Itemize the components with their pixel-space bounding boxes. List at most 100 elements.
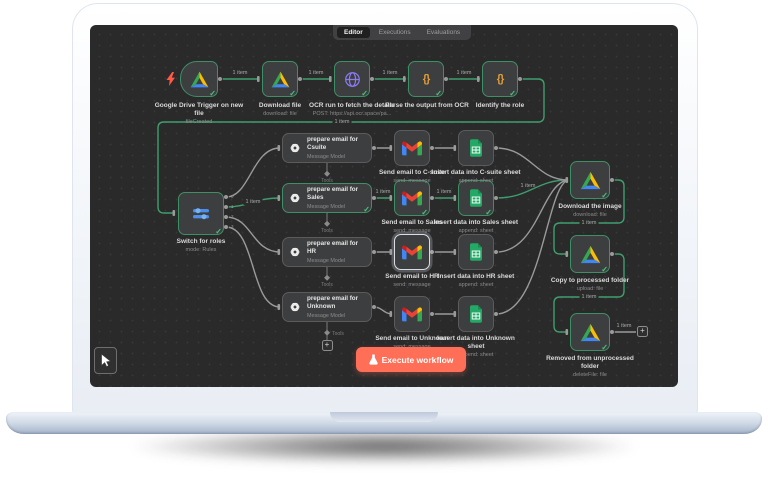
openai-icon	[290, 302, 300, 312]
node-caption-identify: Identify the role	[475, 102, 525, 109]
success-check-icon	[421, 208, 428, 217]
code-braces-icon: { }	[496, 73, 505, 85]
connection-item-count: 1 item	[579, 220, 599, 226]
node-identify-role[interactable]: { }	[482, 61, 518, 97]
connection-item-count: 1 item	[232, 70, 248, 76]
openai-icon	[290, 143, 300, 153]
success-check-icon	[601, 343, 608, 352]
node-caption-switch: Switch for roles mode: Rules	[176, 238, 226, 253]
google-drive-icon	[271, 71, 289, 87]
google-sheets-icon	[470, 189, 482, 207]
success-check-icon	[601, 265, 608, 274]
node-ai-prepare-unknown[interactable]: prepare email for Unknown Message Model	[282, 292, 372, 322]
node-sheet-csuite[interactable]	[458, 130, 494, 166]
add-node-button[interactable]	[637, 326, 648, 337]
laptop-base-notch	[330, 412, 438, 422]
gmail-icon	[402, 245, 422, 260]
connection-item-count: 1 item	[332, 119, 352, 125]
node-download-file[interactable]	[262, 61, 298, 97]
node-caption-copy-processed: Copy to processed folder upload: file	[550, 277, 630, 292]
lightning-bolt-icon	[166, 72, 176, 91]
node-caption-sheet-sales: Insert data into Sales sheet append: she…	[433, 219, 519, 234]
tools-port-label: Tools	[321, 228, 333, 234]
success-check-icon	[485, 208, 492, 217]
switch-port-1-label: 1	[231, 204, 234, 209]
node-caption-gmail-unknown: Send email to Unknown send: message	[375, 335, 449, 350]
success-check-icon	[209, 89, 216, 98]
node-ocr-http-request[interactable]	[334, 61, 370, 97]
google-drive-icon	[580, 323, 600, 341]
node-caption-sheet-unknown: Insert data into Unknown sheet append: s…	[437, 335, 515, 358]
google-drive-icon	[580, 245, 600, 263]
node-gmail-csuite[interactable]	[394, 130, 430, 166]
success-check-icon	[363, 205, 370, 214]
node-removed-unprocessed[interactable]	[570, 313, 610, 351]
connection-item-count: 1 item	[382, 70, 398, 76]
success-check-icon	[289, 89, 296, 98]
node-sheet-sales[interactable]	[458, 180, 494, 216]
node-ai-prepare-csuite[interactable]: prepare email for Csuite Message Model	[282, 133, 372, 163]
tab-editor[interactable]: Editor	[337, 27, 370, 38]
tools-port-label: Tools	[321, 282, 333, 288]
node-caption-download-file: Download file download: file	[258, 102, 302, 117]
success-check-icon	[215, 227, 222, 236]
node-caption-gmail-sales: Send email to Sales send: message	[381, 219, 443, 234]
node-copy-processed[interactable]	[570, 235, 610, 273]
globe-icon	[344, 71, 360, 87]
node-download-image[interactable]	[570, 161, 610, 199]
success-check-icon	[435, 89, 442, 98]
tab-evaluations[interactable]: Evaluations	[426, 29, 461, 36]
cursor-pointer-icon	[94, 347, 117, 374]
n8n-editor-screen: Editor Executions Evaluations Google Dri…	[90, 25, 678, 387]
node-gmail-sales[interactable]	[394, 180, 430, 216]
google-sheets-icon	[470, 305, 482, 323]
execute-workflow-button[interactable]: Execute workflow	[356, 347, 466, 372]
node-caption-gmail-hr: Send email to HR send: message	[385, 273, 439, 288]
google-sheets-icon	[470, 139, 482, 157]
success-check-icon	[601, 191, 608, 200]
tools-port-label: Tools	[321, 178, 333, 184]
google-sheets-icon	[470, 243, 482, 261]
connection-item-count: 1 item	[243, 199, 263, 205]
laptop-shadow	[28, 428, 740, 474]
success-check-icon	[361, 89, 368, 98]
node-caption-parse: Parse the output from OCR	[385, 102, 469, 109]
success-check-icon	[509, 89, 516, 98]
openai-icon	[290, 247, 300, 257]
node-gmail-hr[interactable]	[394, 234, 430, 270]
connection-item-count: 1 item	[436, 189, 452, 195]
google-drive-icon	[580, 171, 600, 189]
switch-port-0-label: 0	[231, 194, 234, 199]
node-google-drive-trigger[interactable]	[166, 61, 218, 98]
node-caption-gmail-csuite: Send email to C-suite send: message	[378, 169, 446, 184]
node-ai-prepare-hr[interactable]: prepare email for HR Message Model	[282, 237, 372, 267]
connection-item-count: 1 item	[616, 323, 632, 329]
node-gmail-unknown[interactable]	[394, 296, 430, 332]
gmail-icon	[402, 191, 422, 206]
node-ai-prepare-sales[interactable]: prepare email for Sales Message Model	[282, 183, 372, 213]
node-sheet-hr[interactable]	[458, 234, 494, 270]
node-caption-download-image: Download the image download: file	[558, 203, 622, 218]
node-caption-trigger: Google Drive Trigger on new file fileCre…	[154, 102, 244, 125]
tools-port-label: Tools	[332, 331, 344, 337]
node-parse-output[interactable]: { }	[408, 61, 444, 97]
connection-item-count: 1 item	[579, 294, 599, 300]
switch-port-3-label: 3	[231, 224, 234, 229]
gmail-icon	[402, 141, 422, 156]
node-caption-removed-unprocessed: Removed from unprocessed folder deleteFi…	[546, 355, 634, 378]
connection-item-count: 1 item	[520, 183, 536, 189]
google-drive-icon	[190, 71, 208, 87]
connection-item-count: 1 item	[456, 70, 472, 76]
node-sheet-unknown[interactable]	[458, 296, 494, 332]
switch-rules-icon	[193, 207, 209, 219]
laptop-base	[6, 412, 762, 434]
node-switch-for-roles[interactable]	[178, 192, 224, 235]
add-tool-button[interactable]	[321, 340, 333, 351]
code-braces-icon: { }	[422, 73, 431, 85]
tab-executions[interactable]: Executions	[378, 29, 411, 36]
openai-icon	[290, 193, 300, 203]
node-caption-sheet-hr: Insert data into HR sheet append: sheet	[437, 273, 515, 288]
gmail-icon	[402, 307, 422, 322]
node-caption-sheet-csuite: Insert data into C-suite sheet append: s…	[431, 169, 521, 184]
connection-item-count: 1 item	[375, 189, 391, 195]
